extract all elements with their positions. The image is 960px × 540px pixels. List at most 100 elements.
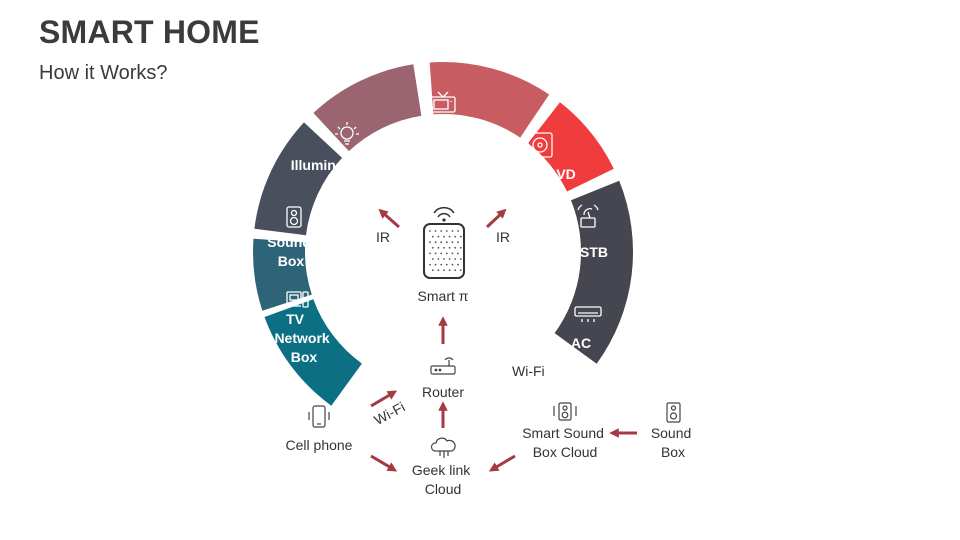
speaker-grille-dot [437, 258, 440, 260]
segment-sound-box[interactable] [253, 238, 312, 311]
segment-label-sound-box-2: Box [278, 253, 305, 269]
sound-box-label-1: Sound [651, 425, 691, 441]
arrow-ir-right [485, 208, 507, 229]
segment-illumination[interactable] [254, 122, 343, 236]
smart-sound-label-1: Smart Sound [522, 425, 604, 441]
speaker-grille-dot [429, 241, 431, 244]
speaker-grille-dot [443, 246, 445, 249]
router-label: Router [422, 384, 464, 400]
tv-icon [430, 91, 456, 113]
segment-label-sound-box-1: Sound [267, 234, 311, 250]
segment-stb[interactable] [528, 102, 614, 192]
speaker-grille-dot [451, 263, 454, 266]
speaker-grille-dot [459, 235, 462, 238]
segment-label-ac: AC [571, 335, 591, 351]
speaker-grille-dot [443, 269, 445, 272]
svg-text:Geek link Cloud: Geek link Cloud [412, 462, 474, 497]
speaker-grille-dot [448, 258, 451, 260]
smart-sound-label-2: Box Cloud [533, 444, 598, 460]
segment-label-tv-network-box-3: Box [291, 349, 318, 365]
speaker-grille-dot [454, 269, 457, 272]
page-subtitle: How it Works? [39, 62, 168, 84]
center-label: Smart π [418, 288, 469, 304]
segment-dvd[interactable] [429, 62, 550, 138]
ir-right-label: IR [496, 229, 510, 245]
speaker-icon [286, 206, 302, 228]
svg-text:Smart Sound Box Cloud: Smart Sound Box Cloud [522, 425, 608, 460]
segment-ac[interactable] [554, 180, 634, 364]
svg-text:TV Network Box: TV Network Box [274, 311, 333, 365]
segment-label-tv: TV [434, 123, 453, 139]
tv-box-icon [286, 291, 309, 308]
cell-phone-icon [308, 405, 330, 428]
speaker-grille-dot [454, 246, 457, 249]
speaker-grille-dot [454, 258, 457, 260]
speaker-grille-dot [429, 263, 431, 266]
speaker-grille-dot [431, 269, 434, 272]
speaker-grille-dot [445, 263, 448, 266]
wifi-right-label: Wi-Fi [512, 363, 545, 379]
segment-tv-network-box[interactable] [264, 299, 362, 406]
smart-sound-box-icon [553, 402, 577, 421]
speaker-grille-dot [445, 241, 448, 244]
dvd-icon [527, 132, 553, 158]
sound-box-label-2: Box [661, 444, 685, 460]
speaker-grille-dot [440, 263, 443, 266]
arrow-phone-to-router [370, 390, 398, 408]
speaker-grille-dot [440, 252, 443, 255]
speaker-grille-dot [431, 246, 434, 249]
speaker-grille-dot [459, 258, 462, 260]
speaker-grille-dot [434, 230, 437, 232]
segment-label-tv-network-box-1: TV [286, 311, 305, 327]
speaker-grille-dot [434, 263, 437, 266]
light-bulb-icon [335, 122, 359, 145]
speaker-grille-dot [459, 269, 462, 272]
arrow-phone-to-cloud [370, 454, 398, 472]
speaker-grille-dot [445, 230, 448, 232]
air-conditioner-icon [574, 306, 602, 322]
speaker-grille-dot [440, 241, 443, 244]
speaker-grille-dot [443, 235, 445, 238]
speaker-grille-dot [451, 252, 454, 255]
speaker-grille-dot [443, 258, 445, 260]
page-title: SMART HOME [39, 14, 260, 50]
cell-phone-label: Cell phone [286, 437, 353, 453]
speaker-grille-dot [457, 230, 459, 232]
router-icon [430, 357, 456, 375]
speaker-grille-dot [448, 246, 451, 249]
ir-left-label: IR [376, 229, 390, 245]
geek-link-label-1: Geek link [412, 462, 471, 478]
segment-tv[interactable] [313, 64, 422, 152]
geek-link-label-2: Cloud [425, 481, 462, 497]
speaker-grille-dot [448, 269, 451, 272]
speaker-grille-dot [448, 235, 451, 238]
smart-speaker-icon [423, 206, 465, 279]
cloud-icon [430, 437, 456, 458]
segment-label-dvd: DVD [546, 166, 576, 182]
speaker-grille-dot [437, 246, 440, 249]
segment-label-stb: STB [580, 244, 608, 260]
speaker-grille-dot [431, 258, 434, 260]
segment-label-tv-network-box-2: Network [274, 330, 329, 346]
speaker-grille-dot [457, 263, 459, 266]
svg-text:Sound Box: Sound Box [651, 425, 695, 460]
speaker-grille-dot [454, 235, 457, 238]
sound-box-icon [666, 402, 681, 423]
arrow-smart-sound-to-cloud [488, 454, 516, 472]
speaker-grille-dot [431, 235, 434, 238]
speaker-grille-dot [437, 235, 440, 238]
segment-label-illumination: Illumination [291, 157, 370, 173]
svg-text:Sound Box: Sound Box [267, 234, 314, 269]
speaker-grille-dot [457, 241, 459, 244]
device-ring [253, 62, 634, 406]
speaker-grille-dot [459, 246, 462, 249]
speaker-grille-dot [451, 241, 454, 244]
speaker-grille-dot [437, 269, 440, 272]
speaker-grille-dot [445, 252, 448, 255]
arrow-ir-left [378, 208, 400, 229]
speaker-grille-dot [451, 230, 454, 232]
speaker-grille-dot [440, 230, 443, 232]
satellite-box-icon [577, 204, 599, 228]
speaker-grille-dot [429, 252, 431, 255]
